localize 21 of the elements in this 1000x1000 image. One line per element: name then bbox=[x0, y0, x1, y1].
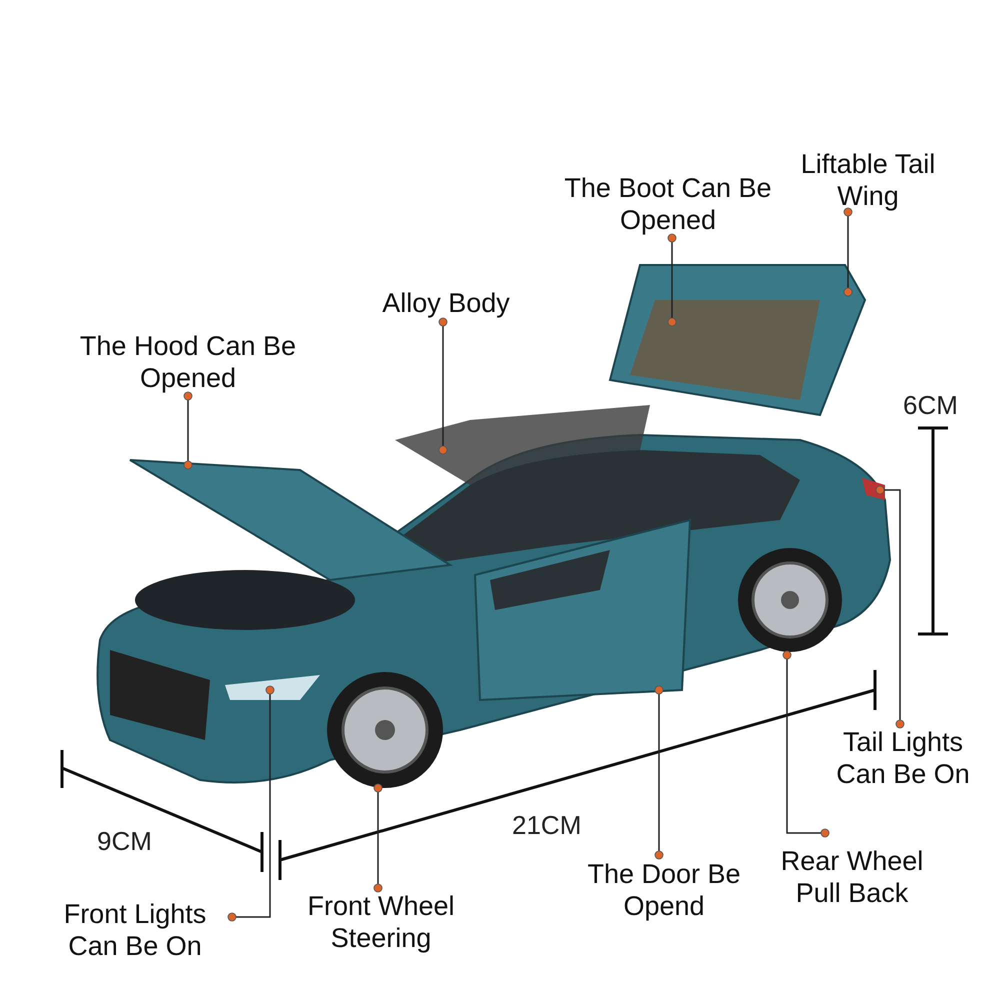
leader-line bbox=[438, 318, 448, 454]
callout-label: Rear Wheel Pull Back bbox=[757, 845, 947, 909]
dimension-label: 6CM bbox=[903, 390, 958, 421]
leader-line bbox=[668, 234, 676, 326]
leader-line bbox=[184, 392, 192, 470]
leader-line bbox=[876, 486, 904, 728]
callout-label: Liftable Tail Wing bbox=[778, 148, 958, 212]
callout-label: The Door Be Opend bbox=[579, 858, 749, 922]
callout-label: Front Wheel Steering bbox=[281, 890, 481, 954]
callout-label: Front Lights Can Be On bbox=[40, 898, 230, 962]
leader-line bbox=[654, 686, 664, 860]
callout-label: Tail Lights Can Be On bbox=[818, 726, 988, 790]
callout-label: The Boot Can Be Opened bbox=[558, 172, 778, 236]
dimension-label: 21CM bbox=[512, 810, 582, 841]
callout-label: The Hood Can Be Opened bbox=[73, 330, 303, 394]
leader-line bbox=[374, 784, 382, 892]
leader-line bbox=[844, 208, 852, 296]
leader-line bbox=[782, 650, 830, 838]
dimension-label: 9CM bbox=[97, 826, 152, 857]
callout-label: Alloy Body bbox=[356, 287, 536, 319]
leader-line bbox=[228, 686, 274, 922]
